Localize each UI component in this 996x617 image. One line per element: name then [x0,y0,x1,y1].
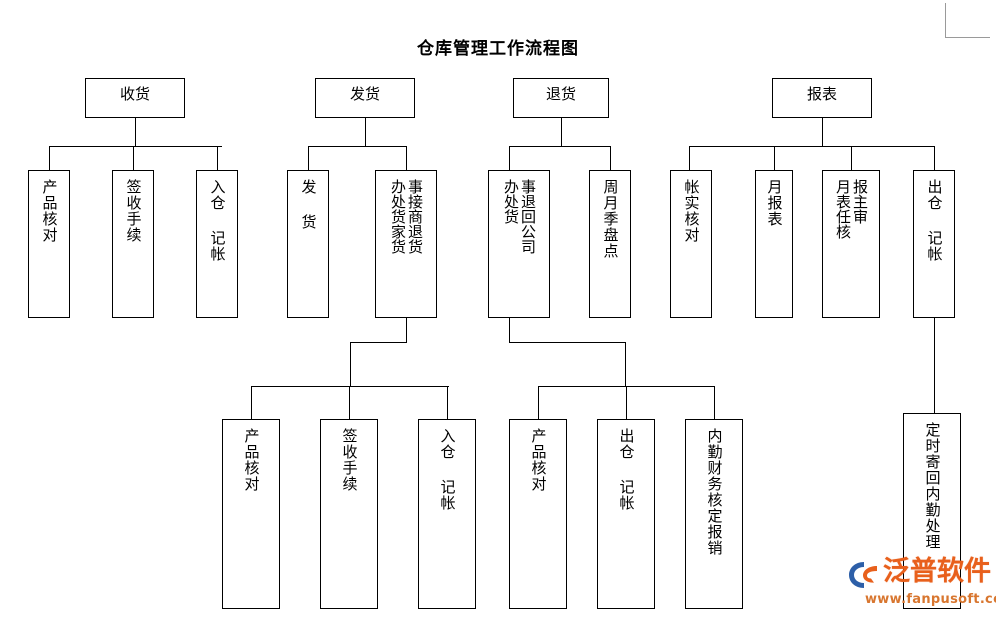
flowchart-node-label: 入仓 记帐 [438,428,457,511]
flowchart-node[interactable]: 签收手续 [320,419,378,609]
flowchart-node-label: 签收手续 [340,428,359,492]
flowchart-node[interactable]: 退货 [513,78,609,118]
flowchart-node-label: 报表 [806,85,837,103]
flowchart-node[interactable]: 入仓 记帐 [196,170,238,318]
connector-line [509,146,611,147]
flowchart-node[interactable]: 周月季盘点 [589,170,631,318]
fanpu-logo-icon [849,562,877,588]
flowchart-node[interactable]: 出仓 记帐 [913,170,955,318]
flowchart-node[interactable]: 收货 [85,78,185,118]
connector-line [308,146,309,171]
flowchart-node[interactable]: 产品核对 [28,170,70,318]
connector-line [49,146,50,171]
connector-line [350,342,351,386]
flowchart-node-label: 产品核对 [40,179,59,243]
flowchart-node[interactable]: 入仓 记帐 [418,419,476,609]
flowchart-node-label: 签收手续 [124,179,143,243]
flowchart-node[interactable]: 事退回公司办处货 [488,170,550,318]
flowchart-node-label: 入仓 记帐 [208,179,227,262]
connector-line [135,118,136,146]
connector-line [350,342,407,343]
flowchart-node-label: 产品核对 [242,428,261,492]
flowchart-node[interactable]: 发 货 [287,170,329,318]
flowchart-node[interactable]: 报表 [772,78,872,118]
connector-line [822,118,823,146]
flowchart-node-label: 报主审 [851,179,869,224]
flowchart-node-label: 周月季盘点 [601,179,620,259]
flowchart-node-label: 出仓 记帐 [617,428,636,511]
connector-line [251,386,252,419]
flowchart-node-label: 退货 [545,85,576,103]
connector-line [689,146,935,147]
flowchart-node-label: 发 货 [299,179,318,230]
flowchart-node[interactable]: 定时寄回内勤处理 [903,413,961,609]
connector-line [49,146,222,147]
connector-line [447,386,448,419]
flowchart-node[interactable]: 签收手续 [112,170,154,318]
connector-line [217,146,218,171]
connector-line [133,146,134,171]
connector-line [365,118,366,146]
connector-line [509,318,510,342]
flowchart-node-label: 产品核对 [529,428,548,492]
connector-line [308,146,406,147]
flowchart-node[interactable]: 事接商退货办处货家货 [375,170,437,318]
connector-line [774,146,775,171]
flowchart-node-label: 办处货家货 [389,179,407,254]
flowchart-node-label: 月报表 [765,179,784,227]
connector-line [626,386,627,419]
page-corner-mark [945,3,990,38]
flowchart-node-label: 发货 [349,85,380,103]
flowchart-node-label: 定时寄回内勤处理 [923,422,942,550]
connector-line [934,318,935,413]
connector-line [561,118,562,146]
connector-line [934,146,935,171]
flowchart-node-label: 事退回公司 [519,179,537,254]
flowchart-node[interactable]: 月报表 [755,170,793,318]
flowchart-node-label: 收货 [119,85,150,103]
connector-line [251,386,449,387]
page-title: 仓库管理工作流程图 [417,39,579,59]
connector-line [714,386,715,419]
connector-line [406,318,407,342]
flowchart-node-label: 帐实核对 [682,179,701,243]
connector-line [538,386,539,419]
flowchart-node-label: 内勤财务核定报销 [705,428,724,556]
connector-line [509,342,625,343]
connector-line [406,146,407,171]
flowchart-node[interactable]: 发货 [315,78,415,118]
flowchart-node[interactable]: 出仓 记帐 [597,419,655,609]
flowchart-node-label: 事接商退货 [406,179,424,254]
flowchart-node[interactable]: 产品核对 [509,419,567,609]
flowchart-node-label: 月表任核 [834,179,852,239]
connector-line [349,386,350,419]
connector-line [610,146,611,171]
flowchart-node[interactable]: 产品核对 [222,419,280,609]
flowchart-node[interactable]: 帐实核对 [670,170,712,318]
connector-line [851,146,852,171]
flowchart-node-label: 办处货 [502,179,520,224]
connector-line [509,146,510,171]
flowchart-node[interactable]: 报主审月表任核 [822,170,880,318]
connector-line [625,342,626,386]
flowchart-node[interactable]: 内勤财务核定报销 [685,419,743,609]
connector-line [689,146,690,171]
flowchart-node-label: 出仓 记帐 [925,179,944,262]
